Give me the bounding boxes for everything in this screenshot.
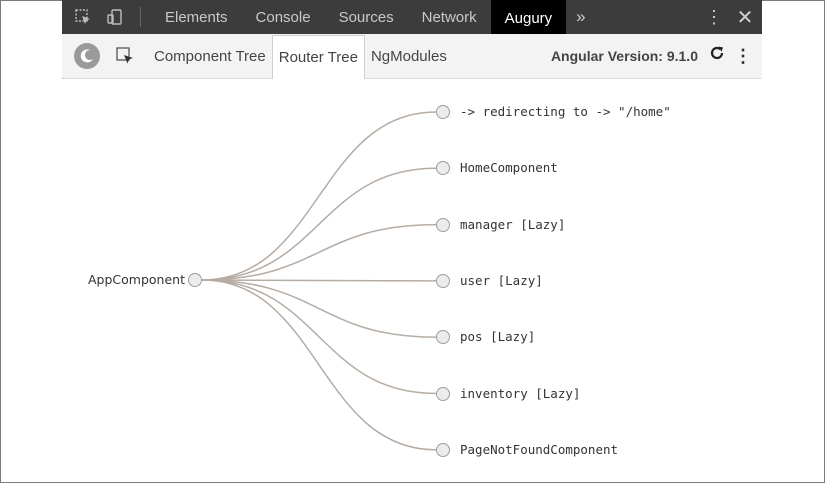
route-node-label: pos [Lazy]	[460, 329, 536, 345]
route-link	[201, 223, 437, 281]
route-node-label: PageNotFoundComponent	[460, 441, 619, 457]
router-tree-view: AppComponent -> redirecting to -> "/home"…	[62, 79, 762, 481]
tab-ngmodules[interactable]: NgModules	[370, 47, 447, 65]
tab-sources[interactable]: Sources	[338, 8, 394, 26]
augury-toolbar: Component Tree Router Tree NgModules Ang…	[62, 34, 762, 79]
toolbar-divider	[140, 7, 141, 27]
route-node[interactable]	[436, 217, 450, 232]
route-node-label: -> redirecting to -> "/home"	[460, 104, 671, 119]
devtools-menu-icon[interactable]: ⋮	[705, 6, 723, 27]
route-node-label: manager [Lazy]	[460, 216, 566, 232]
route-node-label-root: AppComponent	[88, 272, 185, 287]
route-link	[201, 279, 437, 338]
devtools-tab-bar: Elements Console Sources Network Augury …	[62, 0, 762, 34]
route-node[interactable]	[436, 161, 450, 176]
augury-logo-icon	[74, 43, 100, 69]
tab-elements[interactable]: Elements	[165, 8, 228, 26]
tab-component-tree[interactable]: Component Tree	[154, 47, 266, 65]
route-node-label: inventory [Lazy]	[460, 385, 581, 401]
route-link	[201, 279, 437, 395]
angular-version-label: Angular Version: 9.1.0	[550, 48, 698, 64]
router-tree-links	[201, 111, 437, 451]
route-node[interactable]	[436, 330, 450, 345]
tab-console[interactable]: Console	[255, 8, 311, 26]
route-node-label: HomeComponent	[460, 160, 558, 176]
refresh-icon[interactable]	[708, 44, 726, 68]
route-node-root[interactable]	[188, 273, 202, 287]
route-link	[201, 111, 437, 281]
route-node[interactable]	[436, 273, 450, 288]
tab-router-tree[interactable]: Router Tree	[271, 34, 365, 79]
route-link	[201, 279, 437, 282]
route-node[interactable]	[436, 105, 450, 119]
route-link	[201, 167, 437, 281]
tab-network[interactable]: Network	[421, 8, 477, 26]
inspect-element-icon[interactable]	[72, 0, 94, 34]
augury-menu-icon[interactable]: ⋮	[734, 45, 752, 66]
close-icon[interactable]: ✕	[736, 6, 754, 29]
route-link	[201, 279, 437, 451]
more-tabs-button[interactable]: »	[576, 7, 586, 26]
device-toggle-icon[interactable]	[104, 0, 126, 34]
tab-augury[interactable]: Augury	[490, 0, 567, 34]
route-node[interactable]	[436, 386, 450, 401]
route-node-label: user [Lazy]	[460, 272, 543, 288]
route-node[interactable]	[436, 442, 450, 457]
select-component-icon[interactable]	[114, 45, 136, 67]
